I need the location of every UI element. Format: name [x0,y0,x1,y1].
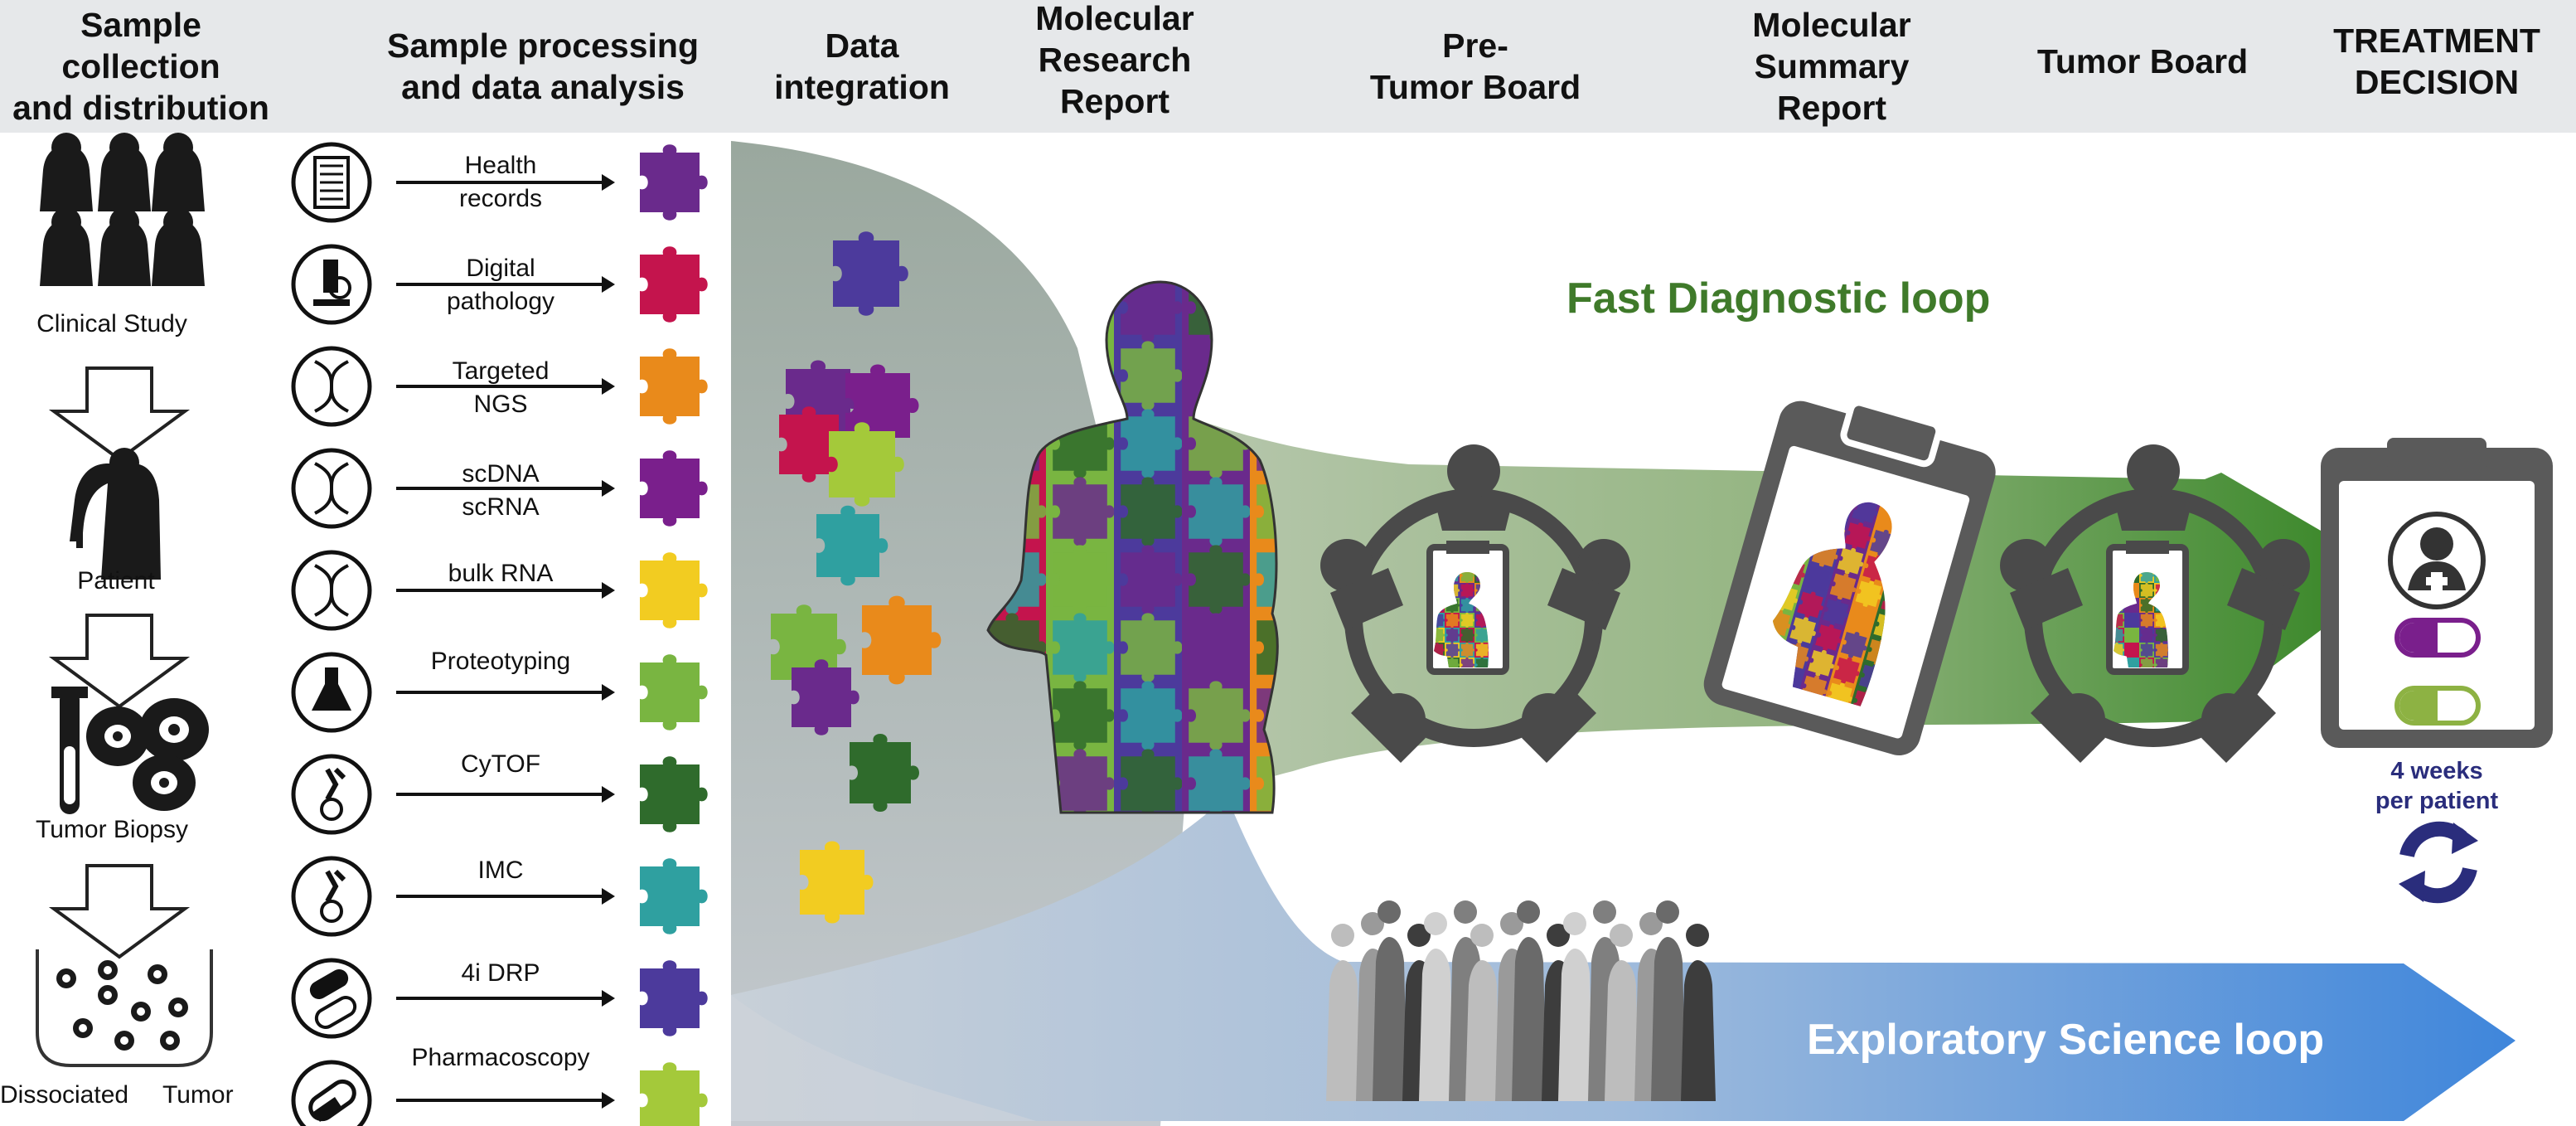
puzzle-piece-icon [640,756,708,832]
puzzle-piece [816,505,889,586]
puzzle-piece [862,595,942,685]
pre-tumor-board-table [1320,444,1630,763]
processing-label-bulk-rna: bulk RNA [448,560,554,587]
processing-rows [291,142,708,1126]
tumor-label: Tumor [162,1081,234,1109]
research-cohort-crowd [1326,900,1716,1101]
processing-label-4i-drp: 4i DRP [461,959,540,987]
tumor-biopsy-icon [51,687,209,814]
processing-label-pharmacoscopy: Pharmacoscopy [411,1044,590,1071]
header-molecular-summary-report: Molecular Summary Report [1752,6,1911,127]
processing-row [291,958,708,1039]
puzzle-piece-icon [640,552,708,629]
header-tumor-board: Tumor Board [2036,42,2249,80]
processing-row [291,346,708,427]
puzzle-piece [800,841,874,924]
processing-row [291,754,708,835]
clinical-study-group-icon [40,133,205,286]
processing-row [291,244,708,325]
cycle-icon [2399,821,2478,904]
pills-icon [291,958,372,1039]
bulk-rna-icon [291,550,372,631]
header-pre-tumor-board: Pre- Tumor Board [1369,27,1581,106]
processing-label-scdna-scrna: scDNA scRNA [462,460,540,521]
puzzle-piece-icon [640,246,708,323]
processing-row [291,1060,708,1126]
puzzle-piece [832,231,908,316]
processing-label-imc: IMC [477,857,524,884]
health-records-icon [291,142,372,223]
down-arrow-3 [48,864,191,959]
processing-label-cytof: CyTOF [460,750,541,778]
dissociated-tumor-dish [36,949,213,1067]
patient-icon [70,448,161,580]
puzzle-piece-icon [640,1062,708,1126]
single-cell-dna-icon [291,448,372,529]
tumor-biopsy-label: Tumor Biopsy [36,816,188,843]
four-weeks-per-patient-label: 4 weeks per patient [2375,758,2499,814]
processing-label-proteotyping: Proteotyping [430,648,571,675]
processing-row [291,856,708,937]
floating-puzzle-pieces [771,231,942,924]
antibody-cell-icon [291,754,372,835]
puzzle-piece-icon [640,348,708,425]
down-arrow-1 [48,366,191,462]
header-treatment-decision: TREATMENT DECISION [2333,22,2540,101]
patient-label: Patient [77,567,155,595]
flask-icon [291,652,372,733]
processing-row [291,142,708,223]
microscope-icon [291,244,372,325]
processing-label-health-records: Health records [458,152,543,212]
header-molecular-research-report: Molecular Research Report [1035,0,1194,120]
capsule-icon [291,1060,372,1126]
puzzle-piece-icon [640,960,708,1036]
exploratory-science-loop-label: Exploratory Science loop [1807,1016,2325,1064]
puzzle-piece [791,659,859,735]
processing-label-digital-pathology: Digital pathology [446,255,555,315]
processing-row [291,550,708,631]
header-band [0,0,2576,133]
processing-label-targeted-ngs: Targeted NGS [452,357,550,418]
dna-icon [291,346,372,427]
puzzle-piece [779,406,847,483]
processing-row [291,652,708,733]
puzzle-piece-icon [640,654,708,730]
header-sample-processing: Sample processing and data analysis [387,27,699,106]
dissociated-label: Dissociated [0,1081,129,1109]
antibody-slide-icon [291,856,372,937]
clinical-study-label: Clinical Study [36,310,187,337]
puzzle-piece [828,422,904,507]
puzzle-piece-icon [640,858,708,934]
exploratory-loop-arrow [731,796,2515,1121]
purple-pill-icon [2394,618,2481,658]
puzzle-piece-icon [640,450,708,527]
header-data-integration: Data integration [774,27,950,106]
puzzle-piece-icon [640,144,708,221]
header-sample-collection: Sample collection and distribution [12,6,269,127]
green-pill-icon [2394,686,2481,726]
processing-row [291,448,708,529]
down-arrow-2 [48,614,191,709]
puzzle-piece [850,734,919,812]
treatment-decision-clipboard [2321,438,2553,748]
fast-diagnostic-loop-label: Fast Diagnostic loop [1566,274,1991,323]
tumor-board-table [2000,444,2310,763]
molecular-summary-report-clipboard [1703,399,1996,756]
